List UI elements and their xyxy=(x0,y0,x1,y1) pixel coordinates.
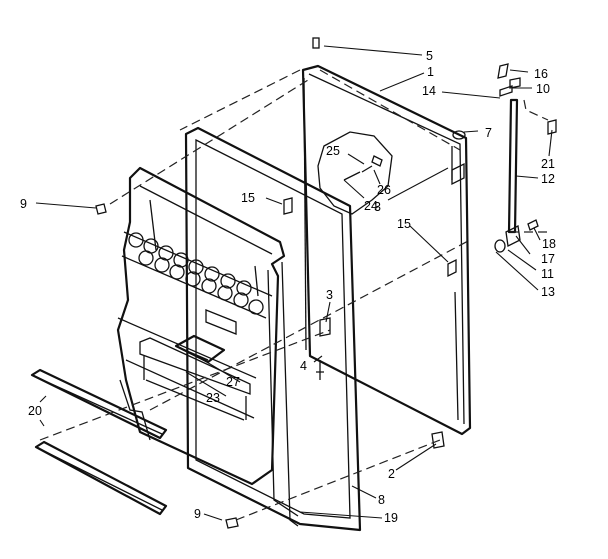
callout-10: 10 xyxy=(536,82,550,96)
shelf-bar-upper xyxy=(30,368,168,440)
callout-20: 20 xyxy=(28,404,42,418)
callout-labels: 5 1 16 10 14 7 25 26 24 21 12 3 15 15 9 … xyxy=(20,49,556,525)
callout-8: 8 xyxy=(378,493,385,507)
inner-door-liner xyxy=(116,166,286,486)
callout-14: 14 xyxy=(422,84,436,98)
alignment-lines xyxy=(39,69,549,521)
butter-compartment-door xyxy=(174,334,226,364)
callout-3-upper: 3 xyxy=(374,200,381,214)
callout-3-lower: 3 xyxy=(326,288,333,302)
callout-15-left: 15 xyxy=(241,191,255,205)
callout-1: 1 xyxy=(427,65,434,79)
callout-11: 11 xyxy=(541,267,554,281)
leader-lines xyxy=(35,45,553,521)
callout-26: 26 xyxy=(377,183,391,197)
callout-19: 19 xyxy=(384,511,398,525)
callout-15-right: 15 xyxy=(397,217,411,231)
breaker-strip xyxy=(267,261,299,527)
callout-18: 18 xyxy=(542,237,556,251)
callout-5: 5 xyxy=(426,49,433,63)
hinge-hardware xyxy=(95,37,557,529)
dairy-compartment xyxy=(139,337,251,421)
outer-door-panel xyxy=(301,64,472,436)
callout-2: 2 xyxy=(388,467,395,481)
callout-9-bottom: 9 xyxy=(194,507,201,521)
callout-7: 7 xyxy=(485,126,492,140)
hinge-pin xyxy=(507,98,519,234)
shelf-bar-lower xyxy=(34,440,168,516)
callout-9-left: 9 xyxy=(20,197,27,211)
callout-27: 27 xyxy=(226,375,240,389)
callout-21: 21 xyxy=(541,157,555,171)
callout-16: 16 xyxy=(534,67,548,81)
callout-13: 13 xyxy=(541,285,555,299)
nameplate-blob xyxy=(317,131,393,215)
egg-shelf xyxy=(128,232,264,315)
callout-17: 17 xyxy=(541,252,555,266)
callout-4: 4 xyxy=(300,359,307,373)
callout-25: 25 xyxy=(326,144,340,158)
callout-24: 24 xyxy=(364,199,378,213)
door-gasket xyxy=(184,126,362,532)
callout-12: 12 xyxy=(541,172,555,186)
callout-23: 23 xyxy=(206,391,220,405)
